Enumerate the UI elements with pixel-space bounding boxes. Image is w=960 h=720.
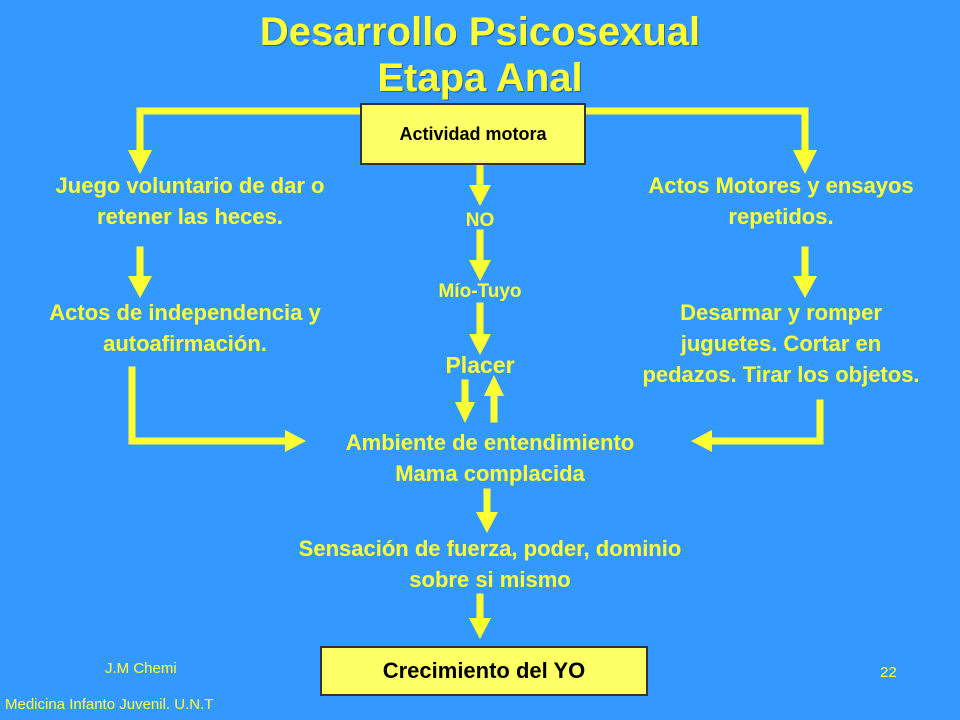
- footer-author: J.M Chemi: [105, 660, 177, 677]
- desarmar-text: Desarmar y romper juguetes. Cortar en pe…: [596, 297, 960, 390]
- ambiente-line-2: Mama complacida: [395, 461, 585, 486]
- sensacion-line-1: Sensación de fuerza, poder, dominio: [298, 536, 682, 561]
- actos-motores-line-2: repetidos.: [728, 204, 834, 229]
- actos-motores-line-1: Actos Motores y ensayos: [648, 173, 914, 198]
- juego-voluntario-line-2: retener las heces.: [97, 204, 283, 229]
- slide-number: 22: [880, 664, 897, 681]
- crecimiento-yo-label: Crecimiento del YO: [382, 658, 586, 683]
- actividad-motora-box: Actividad motora: [360, 103, 586, 165]
- mio-tuyo-label: Mío-Tuyo: [438, 281, 522, 302]
- crecimiento-yo-box: Crecimiento del YO: [320, 646, 648, 696]
- no-label: NO: [465, 210, 495, 231]
- ambiente-text: Ambiente de entendimiento Mama complacid…: [280, 427, 700, 489]
- actos-independencia-text: Actos de independencia y autoafirmación.: [0, 297, 370, 359]
- juego-voluntario-text: Juego voluntario de dar o retener las he…: [5, 170, 375, 232]
- title-line-1: Desarrollo Psicosexual: [259, 10, 701, 54]
- sensacion-line-2: sobre si mismo: [409, 567, 571, 592]
- sensacion-text: Sensación de fuerza, poder, dominio sobr…: [230, 533, 750, 595]
- actos-independencia-line-2: autoafirmación.: [103, 331, 267, 356]
- placer-label: Placer: [445, 352, 515, 378]
- desarmar-line-2: juguetes. Cortar en: [680, 331, 882, 356]
- actividad-motora-label: Actividad motora: [399, 123, 547, 144]
- actos-independencia-line-1: Actos de independencia y: [49, 300, 321, 325]
- juego-voluntario-line-1: Juego voluntario de dar o: [55, 173, 325, 198]
- actos-motores-text: Actos Motores y ensayos repetidos.: [596, 170, 960, 232]
- desarmar-line-3: pedazos. Tirar los objetos.: [642, 362, 920, 387]
- ambiente-line-1: Ambiente de entendimiento: [345, 430, 635, 455]
- title-line-2: Etapa Anal: [377, 56, 583, 100]
- footer-institution: Medicina Infanto Juvenil. U.N.T: [5, 696, 214, 713]
- desarmar-line-1: Desarmar y romper: [680, 300, 882, 325]
